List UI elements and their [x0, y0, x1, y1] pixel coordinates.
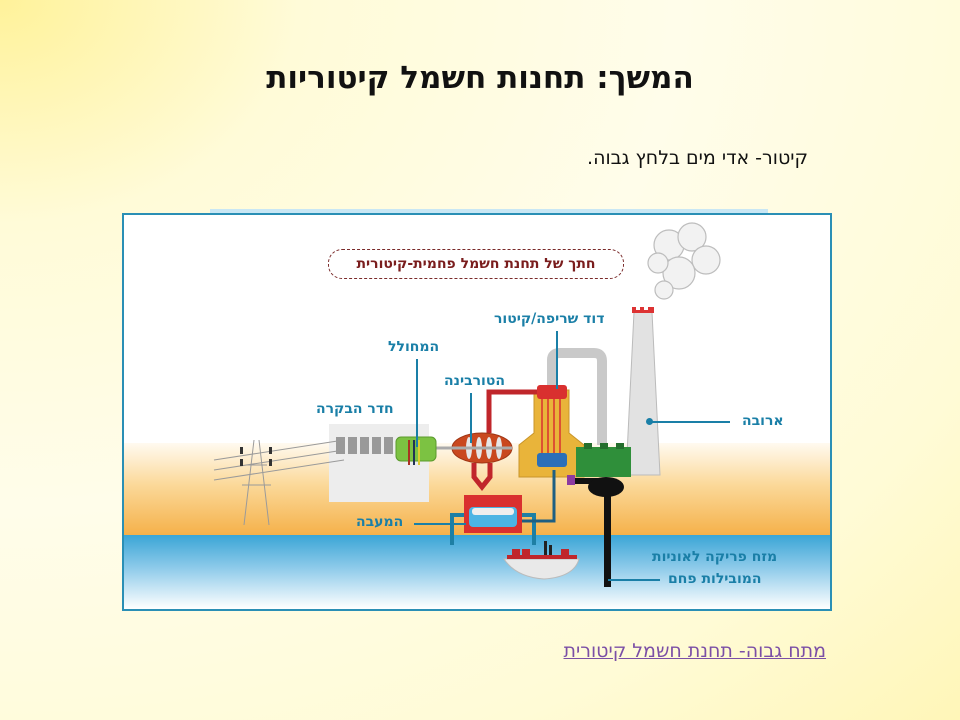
leader-condenser — [414, 523, 466, 525]
slide-subtitle: קיטור- אדי מים בלחץ גבוה. — [587, 147, 808, 169]
leader-chimney — [650, 421, 730, 423]
label-turbine: הטורבינה — [444, 373, 505, 389]
coal-bin-icon — [576, 447, 631, 477]
smoke-icon — [647, 222, 721, 300]
label-pier-line1: מזח פריקה לאוניות — [652, 549, 778, 565]
label-generator: המחולל — [388, 339, 440, 355]
diagram-caption: חתך של תחנת חשמל פחמית-קיטורית — [328, 249, 624, 279]
leader-turbine — [470, 393, 472, 443]
label-boiler: דוד שריפה/קיטור — [494, 311, 605, 327]
label-condenser: המעבה — [356, 514, 404, 530]
plant-illustration — [213, 222, 721, 587]
leader-pier — [608, 579, 660, 581]
power-tower-icon — [213, 439, 345, 526]
power-plant-diagram: חתך של תחנת חשמל פחמית-קיטורית דוד שריפה… — [122, 209, 832, 611]
label-pier-line2: המובילות פחם — [668, 571, 762, 587]
slide-title: המשך: תחנות חשמל קיטוריות — [266, 60, 694, 96]
leader-boiler — [556, 331, 558, 389]
label-chimney: ארובה — [742, 413, 784, 429]
leader-generator — [416, 359, 418, 447]
figure-top-strip — [210, 209, 768, 215]
sea-area — [124, 535, 830, 609]
leader-chimney-dot — [646, 418, 653, 425]
diagram-frame: חתך של תחנת חשמל פחמית-קיטורית דוד שריפה… — [122, 213, 832, 611]
label-control-room: חדר הבקרה — [316, 401, 394, 417]
ship-icon — [503, 558, 580, 580]
chimney-icon — [625, 311, 661, 476]
slide-link[interactable]: מתח גבוה- תחנת חשמל קיטורית — [563, 640, 826, 662]
